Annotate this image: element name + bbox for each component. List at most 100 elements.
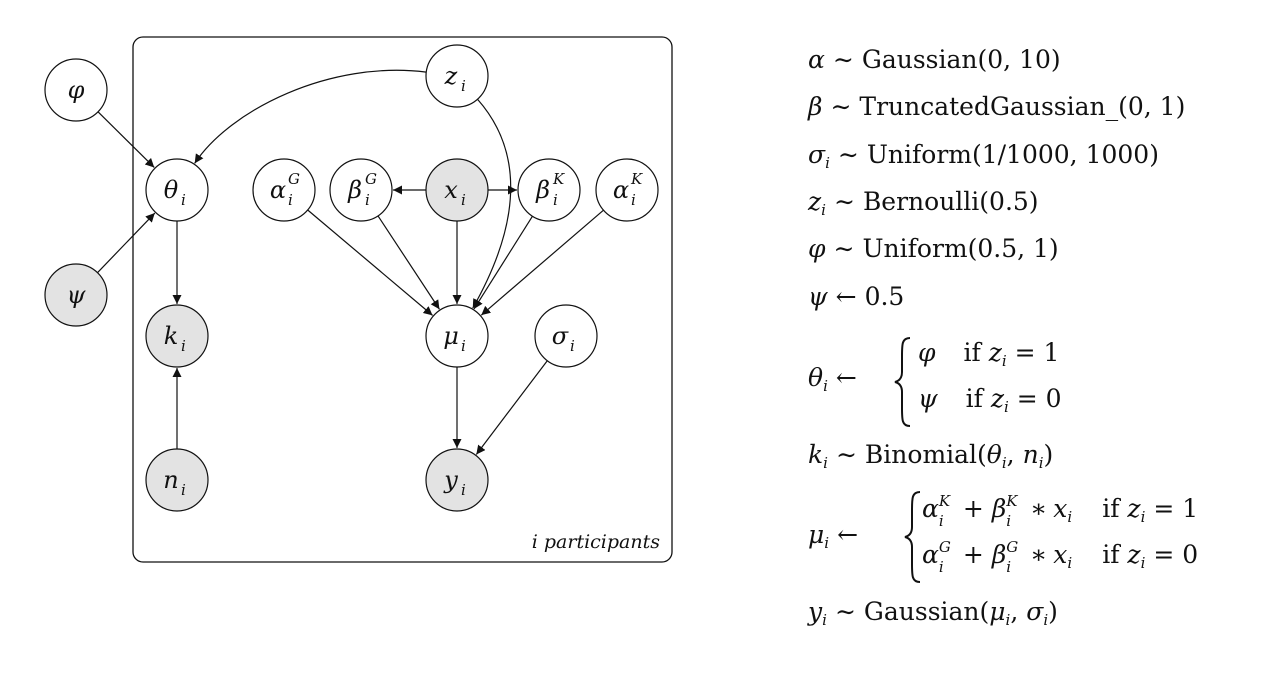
edge-z-to-mu bbox=[472, 98, 512, 309]
eq-y-rhs-mu-sub: i bbox=[1005, 611, 1011, 629]
theta-case2-cond-rhs: = 0 bbox=[1016, 384, 1062, 413]
edge-phi-to-theta bbox=[97, 111, 155, 168]
eq-k-rhs-sep: , bbox=[1006, 440, 1023, 469]
equation-alpha: α∼Gaussian(0, 10) bbox=[808, 45, 1061, 75]
edge-z-to-theta bbox=[194, 69, 427, 164]
mu-case1-cond-rhs: = 1 bbox=[1153, 494, 1199, 523]
theta-case2-cond-word: if bbox=[965, 384, 983, 413]
mu-case2-beta: β bbox=[991, 540, 1007, 569]
node-alphaG-circle bbox=[252, 158, 316, 222]
node-alphaK-superscript: K bbox=[630, 170, 643, 188]
node-n-circle bbox=[145, 448, 209, 512]
eq-k-rhs-theta: θ bbox=[986, 440, 1002, 469]
node-betaK-circle bbox=[517, 158, 581, 222]
eq-mu-lhs-sub: i bbox=[824, 534, 830, 552]
eq-k-lhs: k bbox=[808, 440, 824, 469]
eq-y-rhs-mu: μ bbox=[989, 597, 1006, 626]
node-y-subscript: i bbox=[461, 481, 466, 499]
eq-sigma-lhs: σ bbox=[808, 140, 826, 169]
node-theta-circle bbox=[145, 158, 209, 222]
eq-y-rhs-sigma-sub: i bbox=[1043, 611, 1049, 629]
node-alphaG-symbol: α bbox=[270, 176, 286, 204]
node-betaG-circle bbox=[329, 158, 393, 222]
node-x-symbol: x bbox=[444, 176, 458, 204]
node-x-subscript: i bbox=[461, 191, 466, 209]
eq-mu-op: ← bbox=[837, 520, 859, 549]
node-n-symbol: n bbox=[163, 466, 178, 494]
mu-case1-times: ∗ bbox=[1030, 494, 1048, 523]
mu-case2-alpha-sup: G bbox=[938, 538, 951, 556]
node-x-circle bbox=[425, 158, 489, 222]
node-betaG-symbol: β bbox=[347, 176, 362, 204]
mu-case1-cond-word: if bbox=[1102, 494, 1120, 523]
mu-case2-x: x bbox=[1053, 540, 1068, 569]
eq-mu-lhs: μ bbox=[808, 520, 825, 549]
node-psi: ψ bbox=[44, 263, 108, 327]
mu-brace bbox=[904, 491, 921, 583]
theta-brace bbox=[894, 337, 911, 427]
eq-z-rhs: Bernoulli(0.5) bbox=[862, 187, 1039, 216]
edge-psi-to-theta bbox=[97, 212, 156, 274]
node-z-symbol: z bbox=[444, 62, 458, 90]
eq-theta-lhs: θ bbox=[808, 363, 824, 392]
node-betaG-superscript: G bbox=[365, 170, 377, 188]
eq-z-lhs: z bbox=[808, 187, 822, 216]
eq-y-rhs-sep: , bbox=[1010, 597, 1027, 626]
mu-case2-cond-var: z bbox=[1127, 540, 1141, 569]
theta-case1-cond-var: z bbox=[988, 338, 1002, 367]
eq-k-rhs-word: Binomial( bbox=[864, 440, 987, 469]
node-betaK-superscript: K bbox=[552, 170, 565, 188]
mu-case2-x-sub: i bbox=[1067, 554, 1073, 572]
eq-k-rhs-n-sub: i bbox=[1038, 454, 1044, 472]
eq-k-rhs-close: ) bbox=[1043, 440, 1054, 469]
equation-mu: μi ← bbox=[808, 520, 866, 558]
equation-sigma: σi∼Uniform(1/1000, 1000) bbox=[808, 140, 1159, 178]
eq-y-lhs-sub: i bbox=[822, 611, 827, 629]
eq-sigma-lhs-sub: i bbox=[825, 154, 830, 172]
theta-case1-cond-word: if bbox=[963, 338, 981, 367]
mu-case1-beta-sup: K bbox=[1006, 492, 1018, 510]
eq-theta-op: ← bbox=[835, 363, 857, 392]
mu-case1-alpha: α bbox=[922, 494, 939, 523]
node-mu-subscript: i bbox=[461, 337, 466, 355]
eq-beta-op: ∼ bbox=[830, 92, 852, 121]
node-alphaG-superscript: G bbox=[288, 170, 300, 188]
eq-k-rhs-n: n bbox=[1022, 440, 1039, 469]
plate-label: i participants bbox=[532, 531, 660, 553]
mu-case2-cond-rhs: = 0 bbox=[1153, 540, 1199, 569]
node-alphaK-symbol: α bbox=[613, 176, 629, 204]
node-phi-symbol: φ bbox=[68, 76, 85, 104]
eq-z-op: ∼ bbox=[833, 187, 855, 216]
edge-alphaK-to-mu bbox=[480, 209, 604, 316]
mu-case2-alpha-sub: i bbox=[938, 558, 944, 576]
eq-y-rhs-sigma: σ bbox=[1026, 597, 1044, 626]
equation-psi: ψ←0.5 bbox=[808, 282, 904, 312]
node-k-symbol: k bbox=[164, 322, 179, 350]
eq-sigma-rhs: Uniform(1/1000, 1000) bbox=[866, 140, 1159, 169]
node-n-subscript: i bbox=[181, 481, 186, 499]
edge-betaK-to-mu bbox=[473, 215, 533, 310]
mu-case2-beta-sup: G bbox=[1006, 538, 1019, 556]
eq-beta-rhs: TruncatedGaussian_(0, 1) bbox=[859, 92, 1186, 121]
eq-alpha-rhs: Gaussian(0, 10) bbox=[861, 45, 1061, 74]
eq-psi-lhs: ψ bbox=[808, 282, 828, 311]
eq-psi-rhs: 0.5 bbox=[864, 282, 905, 311]
node-mu-circle bbox=[425, 304, 489, 368]
eq-alpha-op: ∼ bbox=[832, 45, 854, 74]
eq-z-lhs-sub: i bbox=[821, 201, 826, 219]
equation-phi: φ∼Uniform(0.5, 1) bbox=[808, 234, 1059, 264]
eq-phi-op: ∼ bbox=[833, 234, 855, 263]
node-k-subscript: i bbox=[181, 337, 186, 355]
node-theta-subscript: i bbox=[181, 191, 186, 209]
node-mu-symbol: μ bbox=[443, 322, 459, 350]
mu-case1-alpha-sub: i bbox=[938, 512, 944, 530]
